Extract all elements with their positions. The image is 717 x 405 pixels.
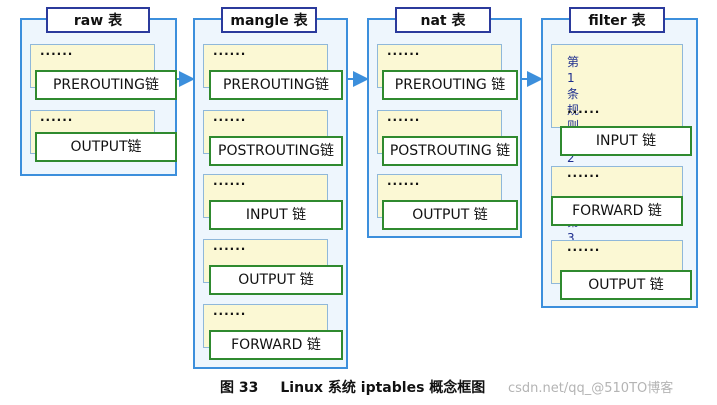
filter-table-title: filter 表: [569, 7, 665, 33]
chain-label: POSTROUTING 链: [382, 136, 518, 166]
filter-table: filter 表 第1条规则 第2条规则 第3条规则 ...... INPUT …: [541, 7, 698, 308]
chain-dots: ......: [213, 304, 247, 318]
chain-label: FORWARD 链: [209, 330, 343, 360]
nat-table-title: nat 表: [395, 7, 491, 33]
chain-label: POSTROUTING链: [209, 136, 343, 166]
chain-dots: ......: [567, 166, 601, 180]
rule-item: 第1条规则: [567, 55, 580, 133]
chain-dots: ......: [567, 240, 601, 254]
chain-dots: ......: [213, 174, 247, 188]
nat-table: nat 表 ...... PREROUTING 链 ...... POSTROU…: [367, 7, 522, 238]
chain-dots: ......: [213, 239, 247, 253]
chain-dots: ......: [387, 110, 421, 124]
chain-label: OUTPUT 链: [209, 265, 343, 295]
chain-label: OUTPUT 链: [560, 270, 692, 300]
chain-dots: ......: [387, 174, 421, 188]
chain-label: INPUT 链: [209, 200, 343, 230]
chain-dots: ......: [40, 44, 74, 58]
figure-title: Linux 系统 iptables 概念框图: [280, 380, 486, 396]
watermark: csdn.net/qq_@510TO博客: [508, 381, 674, 396]
chain-label: OUTPUT 链: [382, 200, 518, 230]
chain-dots: ......: [213, 44, 247, 58]
figure-number: 图 33: [220, 380, 259, 396]
raw-table-title: raw 表: [46, 7, 150, 33]
mangle-table-title: mangle 表: [221, 7, 317, 33]
chain-dots: ......: [213, 110, 247, 124]
chain-label: PREROUTING链: [209, 70, 343, 100]
chain-label: INPUT 链: [560, 126, 692, 156]
chain-label: PREROUTING 链: [382, 70, 518, 100]
raw-table: raw 表 ...... PREROUTING链 ...... OUTPUT链: [20, 7, 177, 176]
chain-label: OUTPUT链: [35, 132, 177, 162]
chain-dots: ......: [567, 102, 601, 116]
figure-caption: 图 33 Linux 系统 iptables 概念框图: [220, 377, 485, 397]
mangle-table: mangle 表 ...... PREROUTING链 ...... POSTR…: [193, 7, 348, 369]
chain-label: FORWARD 链: [551, 196, 683, 226]
chain-dots: ......: [387, 44, 421, 58]
chain-label: PREROUTING链: [35, 70, 177, 100]
chain-dots: ......: [40, 110, 74, 124]
